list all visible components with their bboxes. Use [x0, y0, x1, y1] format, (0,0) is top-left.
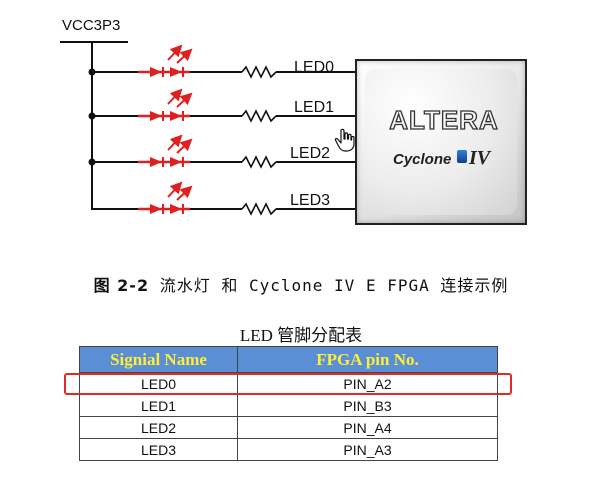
resistor: [241, 109, 277, 123]
resistor: [241, 202, 277, 216]
vcc-label: VCC3P3: [62, 17, 121, 34]
signal-cell: LED0: [79, 372, 238, 395]
pin-cell: PIN_A3: [237, 438, 498, 461]
light-arrow-icon: [167, 181, 183, 198]
led3-label: LED3: [290, 192, 331, 209]
led-diode-icon: [170, 204, 182, 214]
signal-cell: LED3: [79, 438, 238, 461]
resistor: [241, 155, 277, 169]
led-diode-icon: [170, 111, 182, 121]
altera-logo: ALTERA: [389, 104, 499, 135]
header-fpga-pin: FPGA pin No.: [237, 346, 498, 373]
table-row: LED3 PIN_A3: [79, 438, 498, 461]
led-diode-icon: [150, 111, 162, 121]
table-header-row: Signial Name FPGA pin No.: [79, 346, 498, 373]
chip-face: [365, 69, 517, 215]
pin-cell: PIN_A4: [237, 416, 498, 439]
table-row: LED1 PIN_B3: [79, 394, 498, 417]
figure-caption: 图 2-2 流水灯 和 Cyclone IV E FPGA 连接示例: [0, 272, 602, 296]
light-arrow-icon: [176, 185, 193, 201]
pin-table-title: LED 管脚分配表: [239, 326, 363, 345]
led1-label: LED1: [294, 99, 335, 116]
cursor-hand-icon: [334, 128, 355, 152]
signal-cell: LED1: [79, 394, 238, 417]
resistor: [241, 65, 277, 79]
led0-label: LED0: [294, 59, 335, 76]
led-diode-icon: [150, 157, 162, 167]
cyclone-logo-suffix: IV: [469, 147, 491, 169]
light-arrow-icon: [176, 138, 193, 154]
header-signal-name: Signial Name: [79, 346, 238, 373]
signal-cell: LED2: [79, 416, 238, 439]
figure-number: 图 2-2: [93, 276, 150, 295]
fpga-chip: ALTERA Cyclone IV: [355, 59, 527, 225]
light-arrow-icon: [167, 134, 183, 151]
pin-assignment-table: Signial Name FPGA pin No. LED0 PIN_A2 LE…: [79, 346, 498, 461]
led-diode-icon: [170, 67, 182, 77]
led2-label: LED2: [290, 145, 331, 162]
led-schematic: [60, 41, 356, 216]
cyclone-logo-text: Cyclone: [393, 151, 452, 168]
light-arrow-icon: [176, 92, 193, 108]
led-diode-icon: [150, 204, 162, 214]
table-row: LED2 PIN_A4: [79, 416, 498, 439]
cyclone-logo-icon: [457, 150, 467, 163]
figure-caption-text: 流水灯 和 Cyclone IV E FPGA 连接示例: [159, 276, 509, 295]
light-arrow-icon: [167, 44, 183, 61]
led-diode-icon: [170, 157, 182, 167]
pin-cell: PIN_A2: [237, 372, 498, 395]
pin-cell: PIN_B3: [237, 394, 498, 417]
table-row: LED0 PIN_A2: [79, 372, 498, 395]
light-arrow-icon: [176, 48, 193, 64]
light-arrow-icon: [167, 88, 183, 105]
led-diode-icon: [150, 67, 162, 77]
